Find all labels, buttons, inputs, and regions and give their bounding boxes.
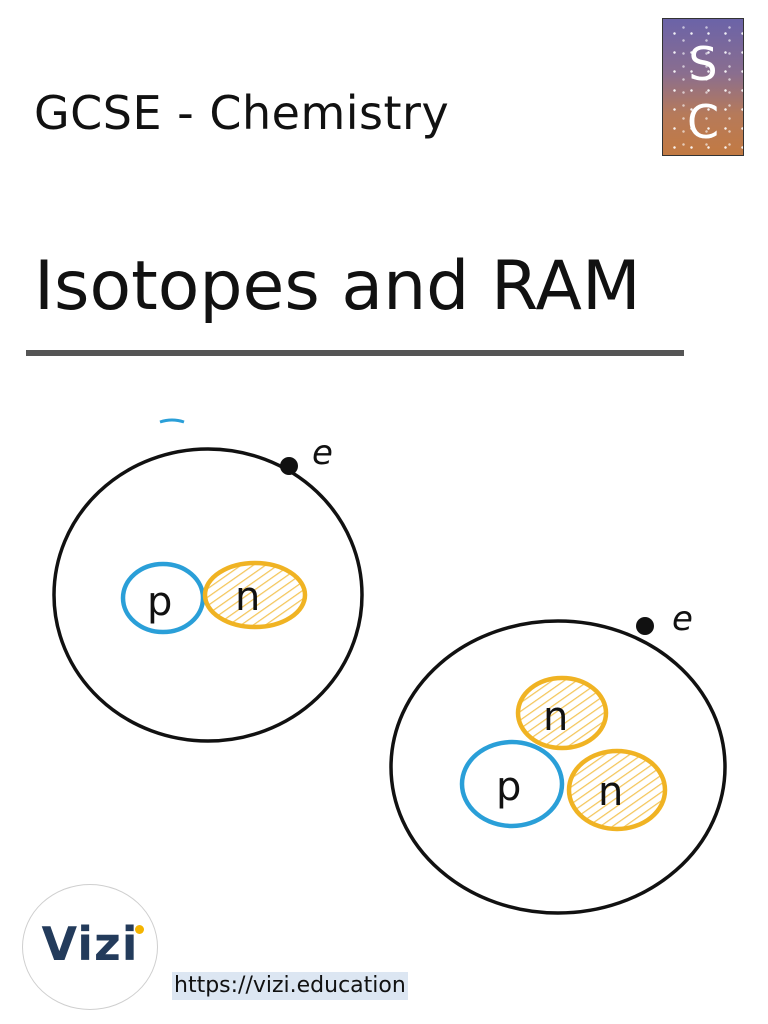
isotope-diagram: e p n e n p n — [52, 418, 727, 915]
neutron-label: n — [598, 769, 623, 815]
proton: p — [120, 561, 206, 635]
star-pattern — [663, 19, 743, 155]
page-title: Isotopes and RAM — [34, 247, 641, 326]
sc-logo-letter-s: S — [688, 37, 718, 91]
atom-2-electron-label: e — [672, 599, 693, 639]
proton: p — [459, 739, 565, 829]
neutron: n — [566, 748, 668, 832]
stray-mark — [159, 418, 185, 424]
vizi-logo[interactable]: Vizi — [22, 884, 158, 1010]
sc-logo-letter-c: C — [686, 95, 720, 149]
neutron-label: n — [543, 694, 568, 740]
course-subtitle: GCSE - Chemistry — [34, 86, 450, 140]
atom-2: e n p n — [389, 599, 727, 915]
proton-label: p — [147, 579, 172, 625]
neutron: n — [202, 560, 308, 630]
neutron: n — [515, 675, 609, 751]
sc-logo: S C — [662, 18, 744, 156]
vizi-logo-text: Vizi — [41, 917, 139, 971]
atom-1-electron — [280, 457, 298, 475]
atom-2-electron — [636, 617, 654, 635]
proton-label: p — [496, 764, 521, 810]
atom-2-shell — [389, 619, 727, 915]
neutron-label: n — [235, 574, 260, 620]
atom-1-shell — [52, 447, 364, 743]
title-divider — [26, 350, 684, 356]
atom-1: e p n — [52, 433, 364, 743]
website-link[interactable]: https://vizi.education — [172, 972, 408, 1000]
vizi-logo-dot — [135, 925, 144, 934]
atom-1-electron-label: e — [312, 433, 333, 473]
